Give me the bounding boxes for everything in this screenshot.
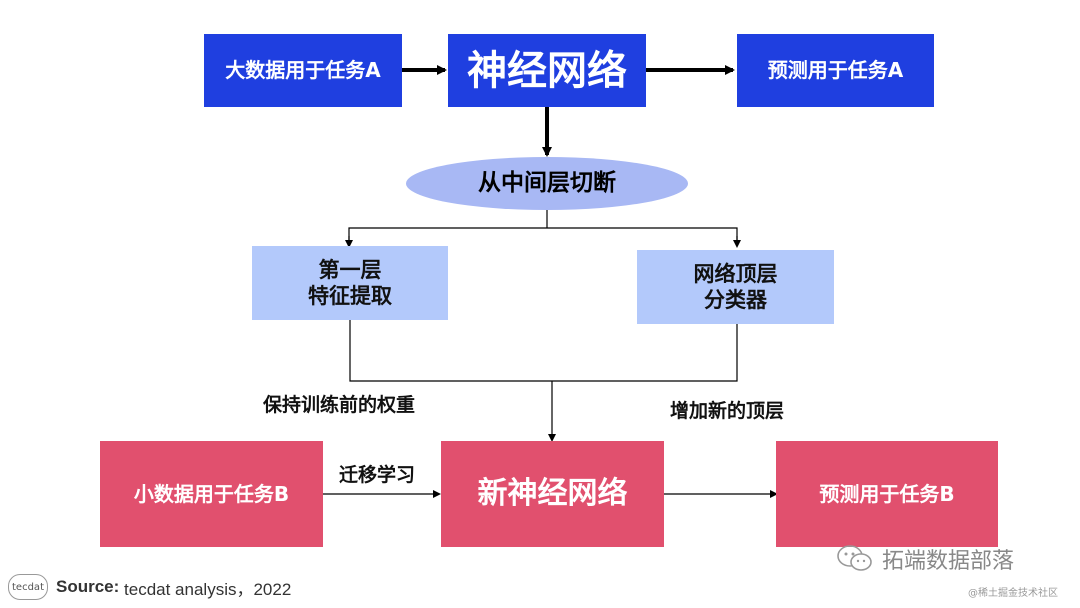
add-top-layer-label: 增加新的顶层: [670, 400, 785, 422]
top-layer-line2: 分类器: [704, 288, 767, 312]
first-layer-line1: 第一层: [318, 257, 382, 282]
top-layer-classifier-box: 网络顶层 分类器: [637, 250, 834, 324]
transfer-learning-label: 迁移学习: [339, 464, 416, 486]
tecdat-logo: tecdat: [8, 574, 48, 600]
neural-network-box: 神经网络: [448, 34, 646, 107]
top-layer-line1: 网络顶层: [693, 261, 778, 286]
merge-lines: [349, 320, 738, 382]
watermark: 拓端数据部落: [836, 543, 1014, 575]
split-lines: [348, 227, 738, 245]
first-layer-line2: 特征提取: [308, 284, 392, 308]
wechat-icon: [836, 544, 874, 574]
cut-middle-layer-ellipse: 从中间层切断: [406, 157, 688, 210]
new-neural-network-box: 新神经网络: [441, 441, 664, 547]
source-footer: tecdat Source: tecdat analysis，2022: [8, 574, 291, 600]
watermark-name: 拓端数据部落: [882, 549, 1015, 574]
first-layer-feature-extraction-box: 第一层 特征提取: [252, 246, 448, 320]
prediction-task-b-box: 预测用于任务B: [776, 441, 998, 547]
prediction-task-a-box: 预测用于任务A: [737, 34, 934, 107]
keep-weights-label: 保持训练前的权重: [263, 394, 416, 416]
small-data-task-b-box: 小数据用于任务B: [100, 441, 323, 547]
big-data-task-a-box: 大数据用于任务A: [204, 34, 402, 107]
source-text: tecdat analysis，2022: [119, 579, 292, 599]
source-label: Source:: [56, 577, 120, 596]
watermark-sub: @稀土掘金技术社区: [968, 588, 1058, 599]
